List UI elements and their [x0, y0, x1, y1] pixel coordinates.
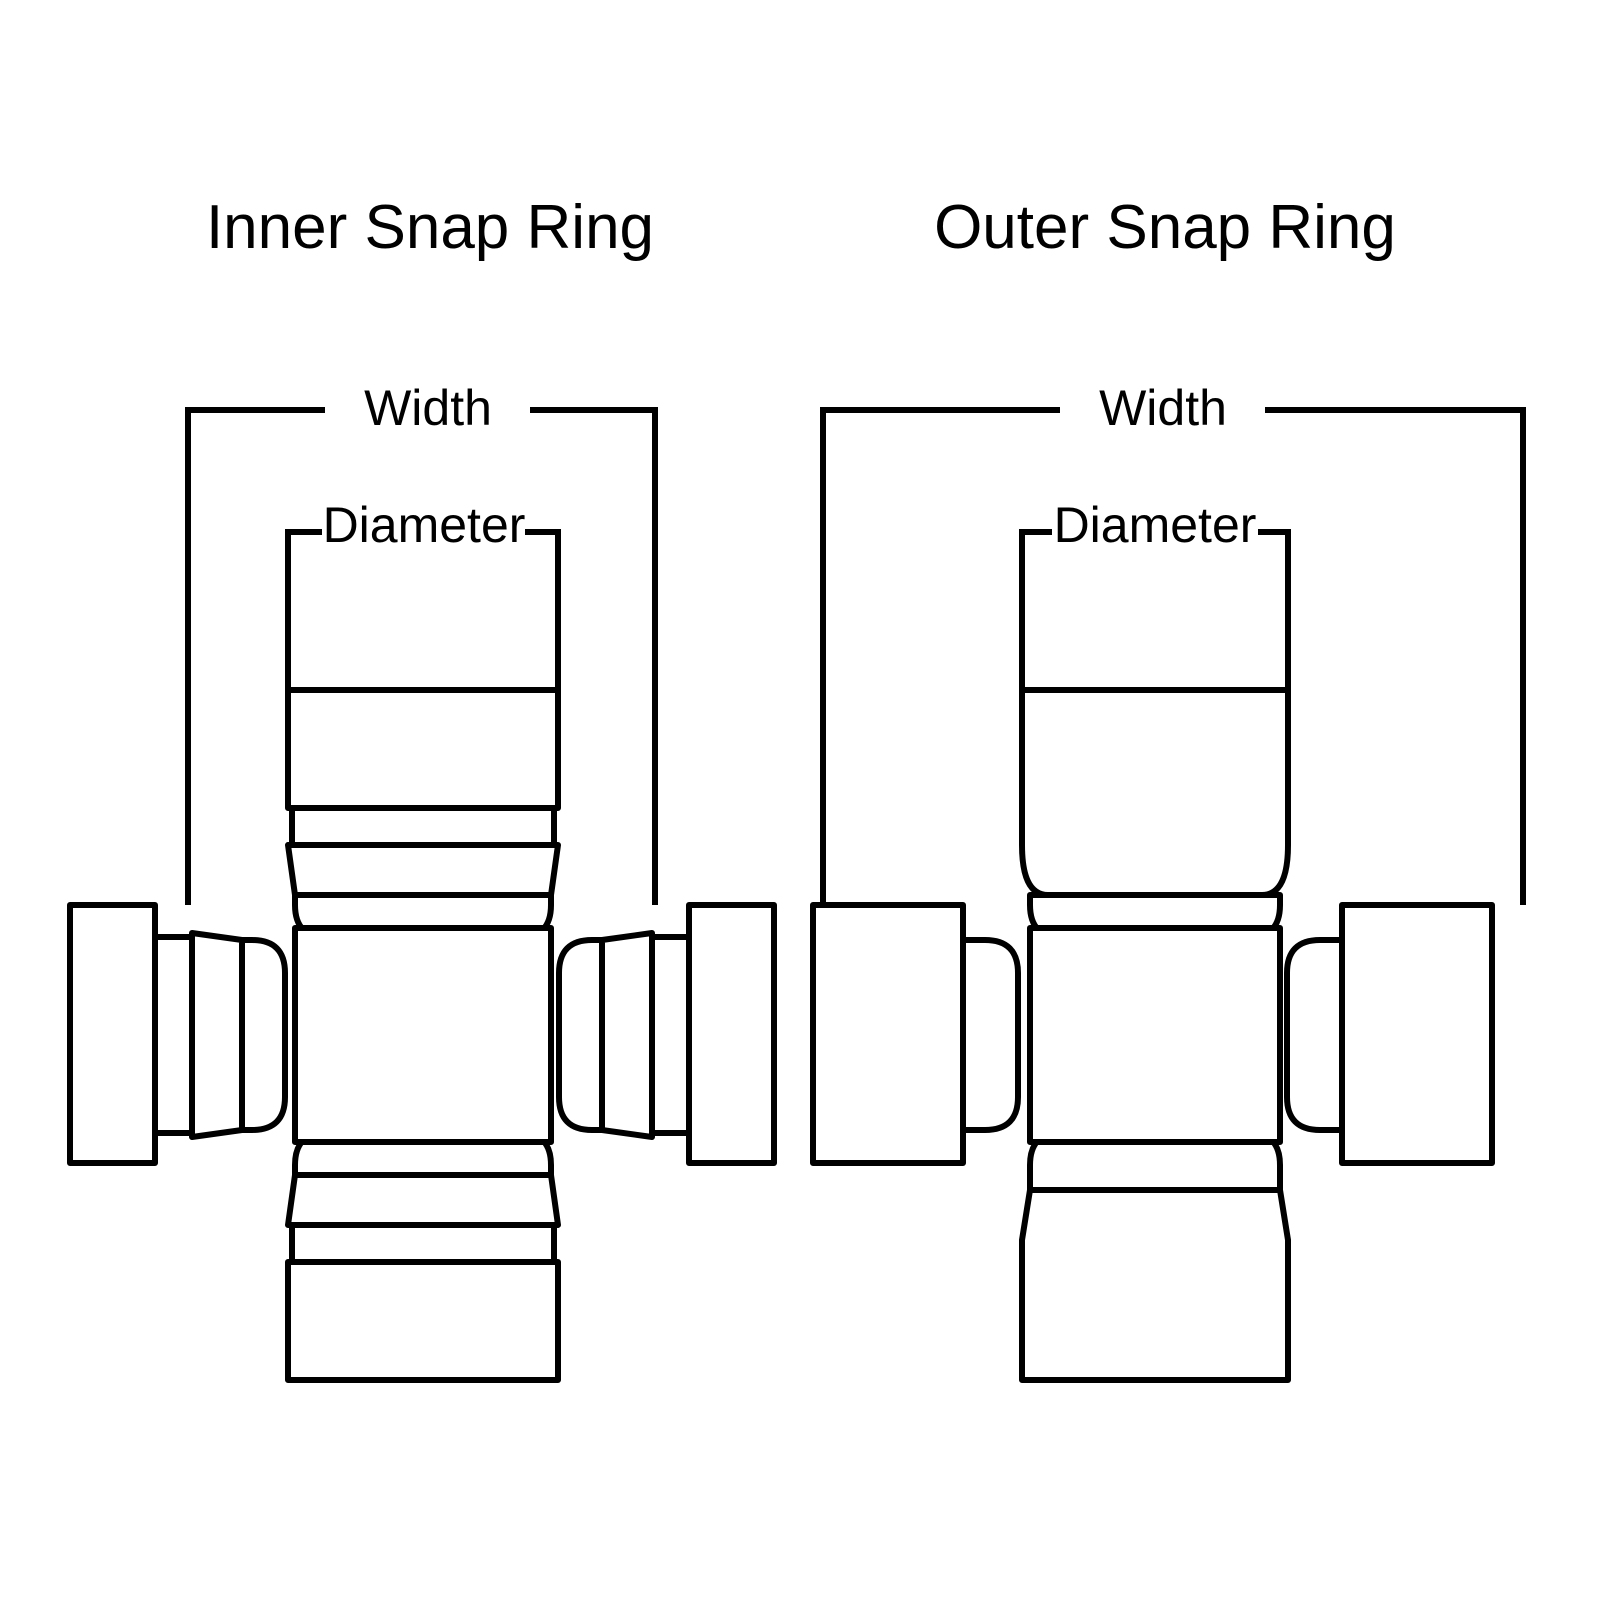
- diameter-bracket-left-outer: [1019, 529, 1052, 690]
- dimension-label-diameter-inner: Diameter: [323, 497, 526, 553]
- diameter-bracket-left-inner: [285, 529, 322, 690]
- dimension-label-width-inner: Width: [364, 380, 492, 436]
- right-cap-end-inner: [686, 902, 777, 1166]
- left-cap-shoulder-outer: [960, 937, 1021, 1133]
- top-cap-groove-inner: [285, 842, 561, 898]
- dimension-label-diameter-outer: Diameter: [1054, 497, 1257, 553]
- width-bracket-right-inner: [530, 407, 658, 905]
- left-cap-body-outer: [810, 902, 966, 1166]
- cross-body-inner: [292, 925, 554, 1145]
- width-bracket-left-inner: [185, 407, 325, 905]
- right-cap-body-outer: [1339, 902, 1495, 1166]
- outer-snap-ring-assembly: [810, 687, 1495, 1383]
- inner-snap-ring-assembly: [67, 687, 777, 1383]
- right-cap-groove-inner: [599, 930, 655, 1140]
- diameter-bracket-right-outer: [1258, 529, 1291, 690]
- top-cap-end-inner: [285, 687, 561, 811]
- left-cap-shoulder-inner: [239, 937, 288, 1133]
- top-cap-body-outer: [1019, 687, 1291, 898]
- bottom-cap-groove-inner: [285, 1172, 561, 1228]
- panel-title-outer: Outer Snap Ring: [934, 193, 1396, 262]
- left-cap-groove-inner: [189, 930, 245, 1140]
- width-bracket-left-outer: [820, 407, 1060, 905]
- right-cap-band-inner: [649, 934, 692, 1136]
- width-bracket-right-outer: [1265, 407, 1526, 905]
- right-cap-shoulder-outer: [1284, 937, 1345, 1133]
- right-cap-shoulder-inner: [556, 937, 605, 1133]
- cross-body-outer: [1027, 925, 1283, 1145]
- bottom-cap-band-inner: [289, 1222, 557, 1265]
- bottom-cap-end-inner: [285, 1259, 561, 1383]
- left-cap-band-inner: [152, 934, 195, 1136]
- panel-title-inner: Inner Snap Ring: [206, 193, 654, 262]
- left-cap-end-inner: [67, 902, 158, 1166]
- top-cap-band-inner: [289, 805, 557, 848]
- diameter-bracket-right-inner: [525, 529, 561, 690]
- dimension-label-width-outer: Width: [1099, 380, 1227, 436]
- bottom-cap-body-outer: [1019, 1187, 1291, 1383]
